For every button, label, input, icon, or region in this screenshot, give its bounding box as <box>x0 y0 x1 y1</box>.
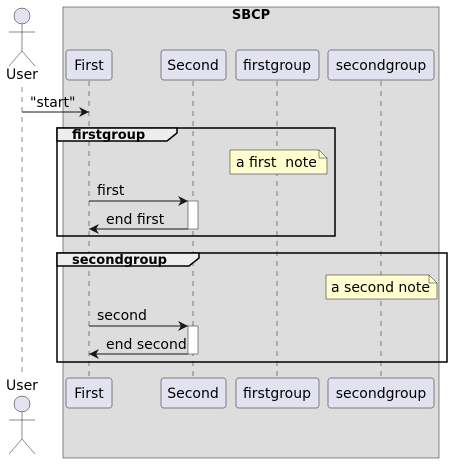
user-label-bottom: User <box>6 378 38 394</box>
message-end-first-label: end first <box>106 212 165 228</box>
note-first <box>229 149 328 175</box>
note-second-fold <box>428 275 437 284</box>
participant-first-bottom <box>65 377 113 409</box>
user-actor-bottom-icon <box>8 395 36 455</box>
participant-second-bottom-label: Second <box>167 386 219 402</box>
group-firstgroup-tab <box>56 127 178 142</box>
participant-first-bottom-label: First <box>74 386 104 402</box>
message-first-label: first <box>97 183 125 199</box>
user-actor-icon <box>8 7 36 67</box>
note-first-text: a first note <box>236 155 317 171</box>
sbcp-box-title: SBCP <box>232 8 270 23</box>
activation-second-1 <box>187 200 199 230</box>
participant-second-top <box>160 49 227 81</box>
participant-firstgroup-top-label: firstgroup <box>243 58 311 74</box>
note-second-text: a second note <box>331 280 430 296</box>
group-secondgroup-tab <box>56 252 200 267</box>
participant-second-top-label: Second <box>167 58 219 74</box>
participant-secondgroup-bottom <box>327 377 435 409</box>
participant-firstgroup-bottom <box>235 377 320 409</box>
participant-secondgroup-top-label: secondgroup <box>336 58 427 74</box>
message-end-second-label: end second <box>106 337 187 353</box>
group-firstgroup-frame <box>56 127 336 237</box>
activation-second-2 <box>187 325 199 355</box>
message-second-label: second <box>97 308 147 324</box>
participant-firstgroup-bottom-label: firstgroup <box>243 386 311 402</box>
participant-second-bottom <box>160 377 227 409</box>
message-start-label: "start" <box>30 95 76 111</box>
participant-firstgroup-top <box>235 49 320 81</box>
group-secondgroup-frame <box>56 252 448 363</box>
participant-first-top <box>65 49 113 81</box>
note-second <box>325 274 438 300</box>
group-secondgroup-label: secondgroup <box>72 253 167 268</box>
group-firstgroup-label: firstgroup <box>72 128 145 143</box>
participant-secondgroup-bottom-label: secondgroup <box>336 386 427 402</box>
participant-secondgroup-top <box>327 49 435 81</box>
note-first-fold <box>318 150 327 159</box>
participant-first-top-label: First <box>74 58 104 74</box>
user-label-top: User <box>6 67 38 83</box>
